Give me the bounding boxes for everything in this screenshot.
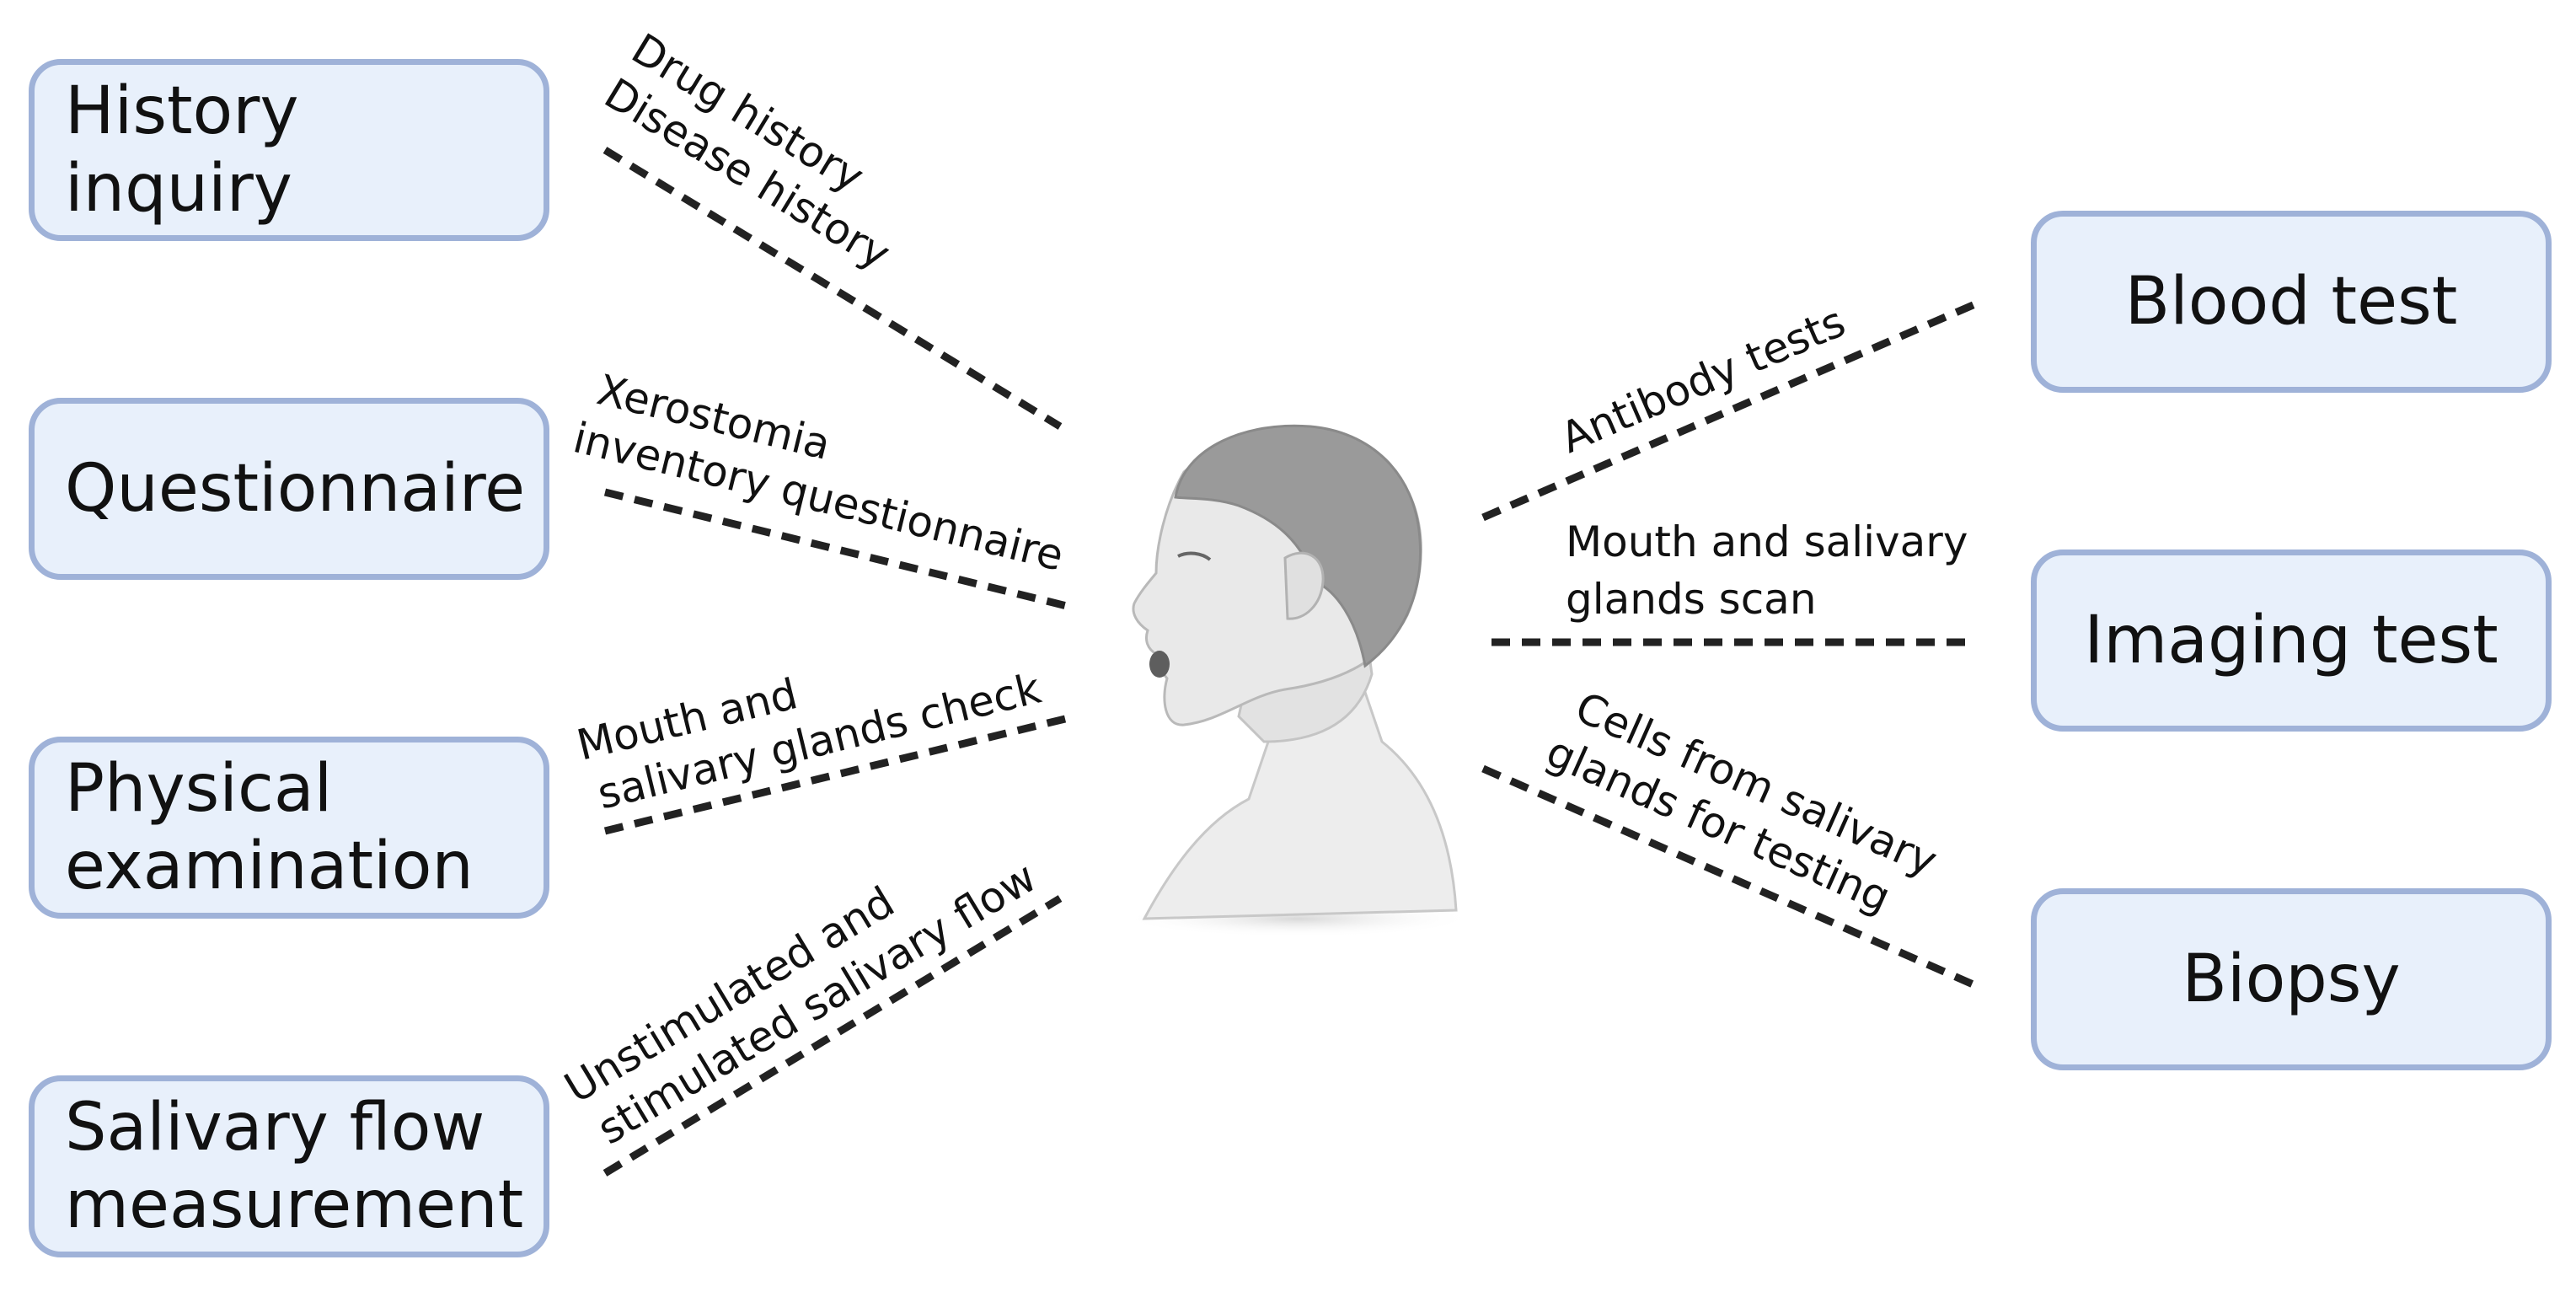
antibody-tests-text: Antibody tests [1554, 297, 1852, 463]
blood-test-label: Blood test [2124, 263, 2458, 340]
blood-test-box: Blood test [2031, 211, 2552, 393]
physical-examination-label: Physical examination [65, 750, 474, 904]
history-inquiry-label: History inquiry [65, 72, 299, 227]
glands-scan-text: glands scan [1566, 575, 1817, 624]
imaging-test-box: Imaging test [2031, 550, 2552, 732]
salivary-flow-measurement-label: Salivary flow measurement [65, 1089, 524, 1243]
questionnaire-box: Questionnaire [29, 398, 549, 580]
blood-test-annotation: Antibody tests [1554, 297, 1852, 463]
connector-blood-test [1481, 299, 1979, 522]
salivary-flow-annotation: Unstimulated and stimulated salivary flo… [556, 853, 1044, 1155]
physical-examination-box: Physical examination [29, 737, 549, 919]
stimulated-flow-text: stimulated salivary flow [589, 853, 1044, 1155]
history-inquiry-box: History inquiry [29, 59, 549, 241]
connector-questionnaire [603, 488, 1072, 611]
biopsy-label: Biopsy [2182, 941, 2401, 1017]
salivary-flow-measurement-box: Salivary flow measurement [29, 1075, 549, 1257]
questionnaire-label: Questionnaire [65, 450, 526, 527]
connector-salivary-flow [602, 895, 1063, 1177]
imaging-annotation: Mouth and salivary glands scan [1566, 517, 1968, 624]
physical-annotation: Mouth and salivary glands check [572, 664, 1046, 819]
head-profile-icon [1121, 424, 1475, 937]
imaging-test-label: Imaging test [2084, 602, 2498, 678]
mouth-salivary-text: Mouth and salivary [1566, 517, 1968, 566]
connector-biopsy [1481, 764, 1979, 990]
biopsy-box: Biopsy [2031, 888, 2552, 1070]
biopsy-annotation: Cells from salivary glands for testing [1540, 683, 1944, 922]
history-annotation: Drug history Disease history [597, 24, 899, 279]
connector-physical-examination [603, 714, 1070, 835]
